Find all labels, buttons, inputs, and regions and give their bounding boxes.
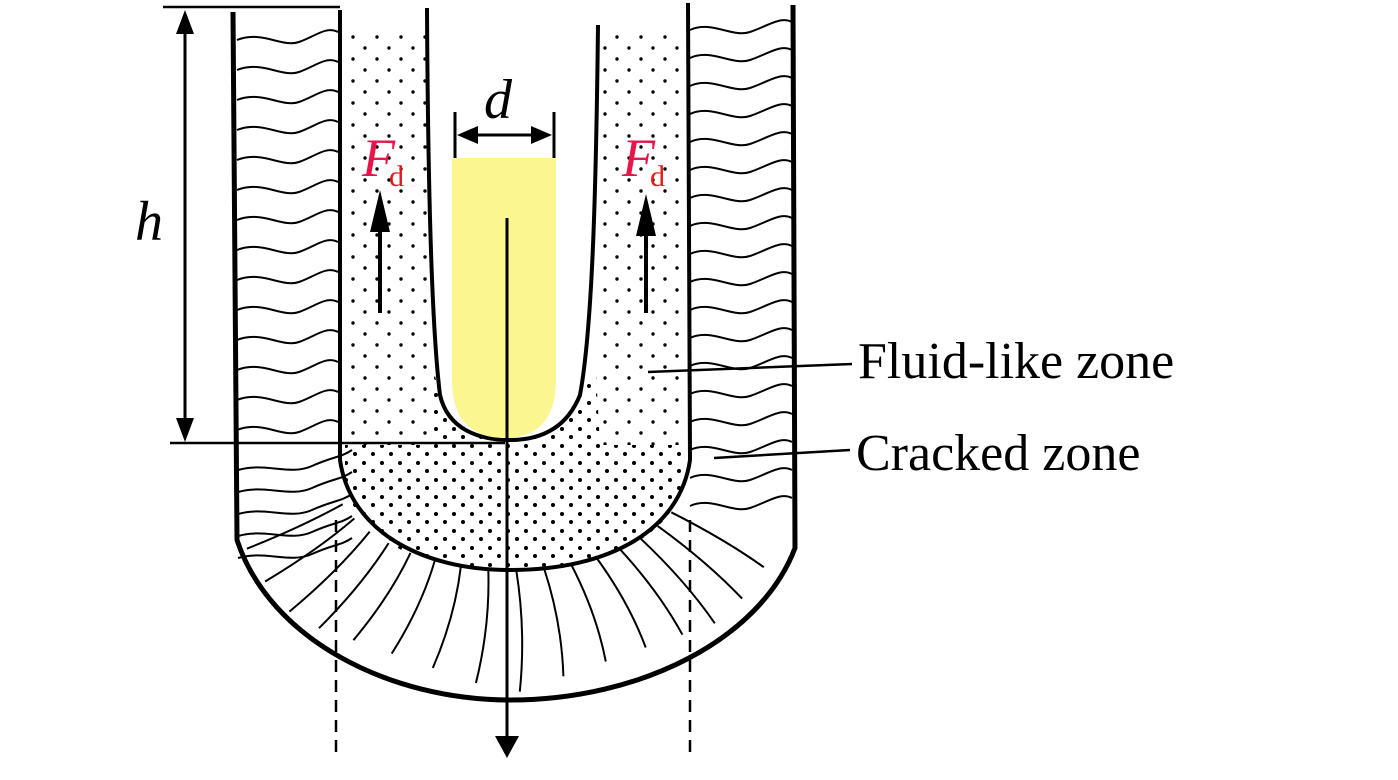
crack-line [236,359,339,375]
crack-line [689,75,793,91]
crack-line [670,511,765,569]
crack-line [639,537,716,624]
crack-line [236,29,339,45]
crack-line [689,467,793,483]
force-label-left-subscript: d [389,160,404,193]
cracked-zone-label: Cracked zone [856,425,1140,482]
crack-line [236,239,339,255]
crack-line [689,299,793,315]
h-dimension-arrow-top [176,10,194,34]
d-label: d [484,69,513,131]
crack-line [689,19,793,35]
force-label-right: F [621,128,656,188]
crack-line [689,103,793,119]
cavity-wall [425,7,600,443]
crack-line [264,517,355,583]
crack-line [236,209,339,225]
crack-line [689,159,793,175]
crack-line [237,537,353,559]
fluid-zone-leader-line [647,362,853,374]
crack-line [689,47,793,63]
force-label-left-main: F [361,128,396,188]
crack-line [689,215,793,231]
crack-line [689,439,793,455]
crack-line [689,383,793,399]
crack-line [237,471,353,493]
cracked-zone-cracks-right [689,19,793,511]
crack-line [237,515,353,537]
crack-line [618,548,684,636]
crack-line [570,563,607,662]
crack-line [236,149,339,165]
penetration-axis-arrowhead [495,736,519,758]
crack-line [318,542,390,629]
cracked-zone-cracks-left [236,29,353,559]
fluid-zone-boundary [338,2,693,573]
crack-line [236,59,339,75]
crack-line [689,327,793,343]
crack-line [352,552,412,641]
h-label: h [135,191,163,253]
crack-line [390,560,436,655]
crack-line [288,530,371,613]
crack-line [474,569,490,684]
crack-line [431,565,462,669]
crack-line [236,89,339,105]
crack-line [689,411,793,427]
crack-line [236,329,339,345]
fluid-like-zone-region [345,30,686,570]
crack-line [236,419,339,435]
crack-line [689,495,793,511]
cracked-zone-cracks-bottom [246,503,765,692]
projectile [452,158,556,438]
crack-line [237,493,353,515]
crack-line [236,119,339,135]
force-label-right-main: F [621,128,656,188]
crack-line [236,179,339,195]
crack-line [246,503,344,550]
crack-line [689,271,793,287]
crack-line [515,569,524,692]
d-dimension-arrow-left [457,126,478,144]
crack-line [689,131,793,147]
force-label-left: F [361,128,396,188]
crack-line [236,389,339,405]
crack-line [689,243,793,259]
force-arrow-left-head [370,190,390,232]
crack-line [689,187,793,203]
cracked-zone-leader-line [713,448,851,460]
crack-line [657,525,743,600]
h-dimension-arrow-bottom [176,418,194,442]
crack-line [595,556,647,648]
force-label-right-subscript: d [650,160,665,193]
crack-line [237,449,353,471]
crack-line [543,567,565,677]
cracked-zone-outer-boundary [230,4,798,703]
force-arrow-right-head [636,194,656,236]
fluid-zone-label: Fluid-like zone [858,333,1174,390]
d-dimension-arrow-right [531,126,552,144]
crack-line [236,299,339,315]
crack-line [236,269,339,285]
